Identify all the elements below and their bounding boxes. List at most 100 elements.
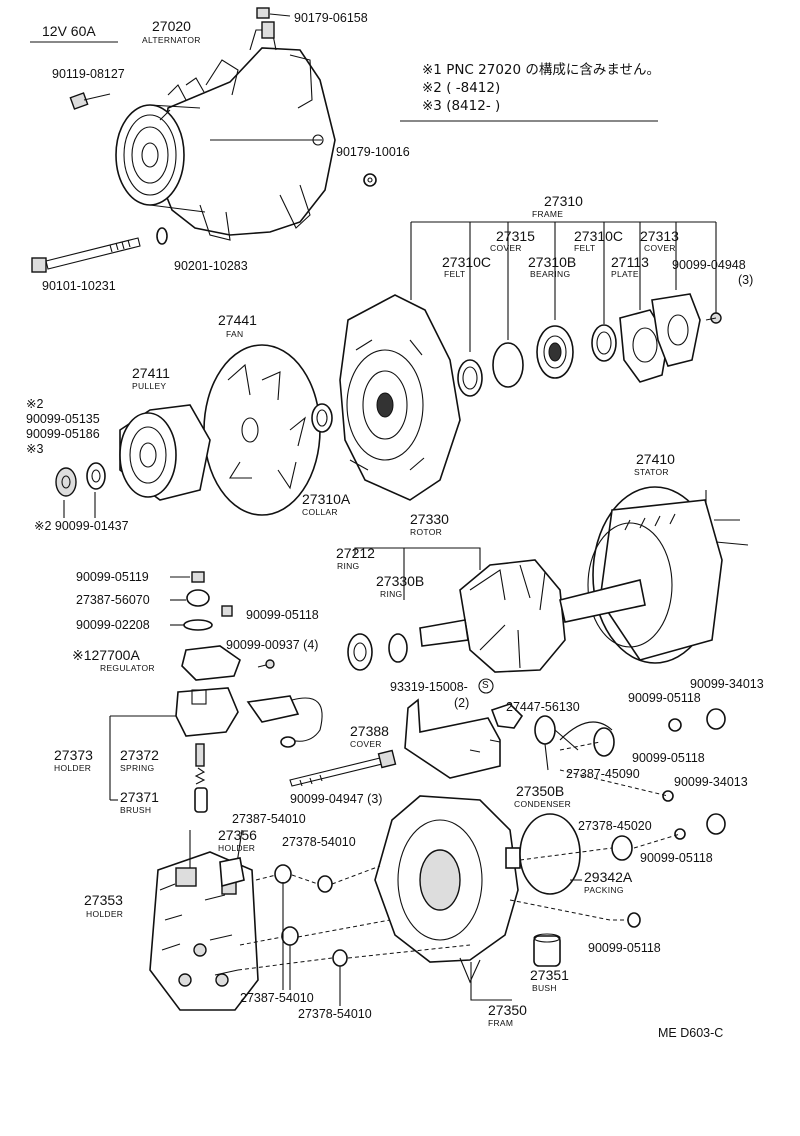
mark-2: ※2	[26, 397, 44, 411]
rotor-27330	[419, 559, 646, 673]
part-number-27310a: 27310A	[302, 491, 351, 507]
part-number-90099-04947: 90099-04947 (3)	[290, 792, 383, 806]
part-number-93319-15008: 93319-15008-	[390, 680, 468, 694]
part-name-fram: FRAM	[488, 1018, 514, 1028]
part-number-90099-05135: 90099-05135	[26, 412, 100, 426]
stator-27410	[587, 486, 749, 664]
part-number-27330b: 27330B	[376, 573, 425, 589]
part-name-holder-27356: HOLDER	[218, 843, 256, 853]
washer-90201-10283	[156, 227, 168, 245]
part-number-90099-05119: 90099-05119	[76, 570, 149, 584]
part-number-27351: 27351	[530, 967, 569, 983]
part-number-27387-56070: 27387-56070	[76, 593, 150, 607]
part-name-ring-27212: RING	[337, 561, 360, 571]
insulator-27378-54010-b	[332, 949, 348, 967]
regulator-connector	[246, 695, 323, 748]
screw-90099-04948	[705, 312, 722, 324]
part-number-90099-05118-e: 90099-05118	[588, 941, 661, 955]
part-number-90099-05118-a: 90099-05118	[246, 608, 319, 622]
part-number-27353: 27353	[84, 892, 123, 908]
part-number-27378-45020: 27378-45020	[578, 819, 652, 833]
part-number-90099-34013-b: 90099-34013	[674, 775, 748, 789]
felt-27310c-a	[457, 359, 483, 397]
bush-90099-34013-a	[706, 708, 726, 730]
fan-27441	[203, 344, 321, 516]
part-name-brush: BRUSH	[120, 805, 152, 815]
small-parts-regulator	[170, 571, 275, 681]
cover-27313	[651, 293, 701, 367]
part-name-cover-27315: COVER	[490, 243, 522, 253]
part-number-27410: 27410	[636, 451, 675, 467]
bearing-27310b	[536, 325, 574, 379]
part-number-27113: 27113	[611, 254, 649, 270]
part-number-90099-34013-a: 90099-34013	[690, 677, 764, 691]
part-number-90119-08127: 90119-08127	[52, 67, 125, 81]
condenser-27350b	[534, 715, 579, 771]
part-name-bush: BUSH	[532, 983, 557, 993]
part-number-27411: 27411	[132, 365, 170, 381]
s-circle-icon	[478, 678, 494, 694]
bush-27351	[533, 933, 561, 967]
part-number-27388: 27388	[350, 723, 389, 739]
part-number-27310b: 27310B	[528, 254, 577, 270]
part-number-90179-10016: 90179-10016	[336, 145, 410, 159]
part-name-holder-27373: HOLDER	[54, 763, 92, 773]
part-name-condenser: CONDENSER	[514, 799, 572, 809]
part-number-27313: 27313	[640, 228, 679, 244]
part-number-90179-06158: 90179-06158	[294, 11, 368, 25]
nut-90099-05118-d	[674, 828, 686, 840]
packing-29342a	[519, 813, 581, 895]
part-number-27700a: ※127700A	[72, 647, 140, 663]
part-name-frame: FRAME	[532, 209, 564, 219]
part-name-cover-27388: COVER	[350, 739, 382, 749]
part-name-pulley: PULLEY	[132, 381, 167, 391]
collar-27310a	[311, 403, 333, 433]
part-number-27356: 27356	[218, 827, 257, 843]
note-2: ※2 ( -8412)	[422, 80, 501, 96]
terminal-27447	[490, 703, 524, 729]
insulator-27387-54010-a	[274, 864, 292, 884]
pulley-27411	[119, 404, 211, 501]
part-number-90201-10283: 90201-10283	[174, 259, 248, 273]
alternator-assembly	[115, 21, 336, 241]
mark-3: ※3	[26, 442, 44, 456]
bolt-90099-04947	[289, 749, 397, 787]
qty-93319: (2)	[454, 696, 470, 710]
part-name-rotor: ROTOR	[410, 527, 443, 537]
part-name-plate: PLATE	[611, 269, 639, 279]
part-name-ring-27330b: RING	[380, 589, 403, 599]
part-number-27387-45090: 27387-45090	[566, 767, 640, 781]
bush-90099-34013-b	[706, 813, 726, 835]
part-name-stator: STATOR	[634, 467, 669, 477]
part-number-27310c-a: 27310C	[442, 254, 492, 270]
part-number-27350b: 27350B	[516, 783, 565, 799]
part-number-27371: 27371	[120, 789, 159, 805]
part-name-holder-27353: HOLDER	[86, 909, 124, 919]
s-circle-letter: S	[482, 680, 489, 691]
part-name-collar: COLLAR	[302, 507, 338, 517]
note-3: ※3 (8412- )	[422, 98, 501, 114]
part-number-90099-05118-b: 90099-05118	[628, 691, 701, 705]
insulator-27387-54010-b	[281, 926, 299, 946]
nut-90179-06158	[256, 7, 291, 19]
spec-label: 12V 60A	[42, 23, 96, 39]
part-name-felt-b: FELT	[574, 243, 596, 253]
part-name-felt-a: FELT	[444, 269, 466, 279]
part-number-90099-05118-c: 90099-05118	[632, 751, 705, 765]
frame-27350	[374, 795, 521, 984]
qty-90099-04948: (3)	[738, 273, 754, 287]
nut-90099-05135	[55, 467, 77, 497]
part-name-alternator: ALTERNATOR	[142, 35, 201, 45]
part-number-27212: 27212	[336, 545, 375, 561]
part-number-27447-56130: 27447-56130	[506, 700, 580, 714]
part-number-27373: 27373	[54, 747, 93, 763]
part-number-27387-54010-b: 27387-54010	[240, 991, 314, 1005]
part-name-regulator: REGULATOR	[100, 663, 155, 673]
ring-27212	[347, 633, 373, 671]
part-name-spring: SPRING	[120, 763, 155, 773]
frame-27310	[339, 294, 461, 501]
part-name-bearing: BEARING	[530, 269, 571, 279]
rectifier-holder-27353	[149, 829, 259, 1011]
part-number-29342a: 29342A	[584, 869, 633, 885]
nut-90179-10016	[363, 173, 377, 187]
